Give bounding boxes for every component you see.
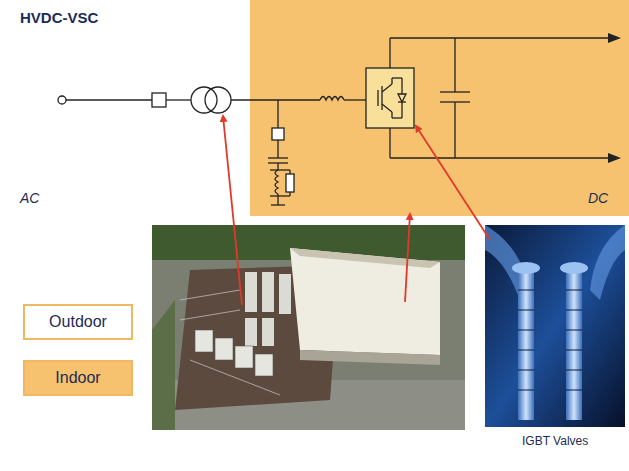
side-label: DC	[588, 190, 608, 206]
pointer-arrows	[223, 116, 490, 305]
side-label: AC	[20, 190, 39, 206]
legend-text: Outdoor	[49, 313, 107, 331]
diagram-title: HVDC-VSC	[20, 9, 98, 26]
legend-text: Indoor	[55, 369, 100, 387]
station-photo	[152, 225, 465, 430]
legend-swatch: Outdoor	[23, 304, 133, 340]
legend-swatch: Indoor	[23, 360, 133, 396]
photo-caption: IGBT Valves	[522, 434, 588, 448]
indoor-region	[250, 0, 629, 216]
igbt-photo	[485, 225, 625, 427]
